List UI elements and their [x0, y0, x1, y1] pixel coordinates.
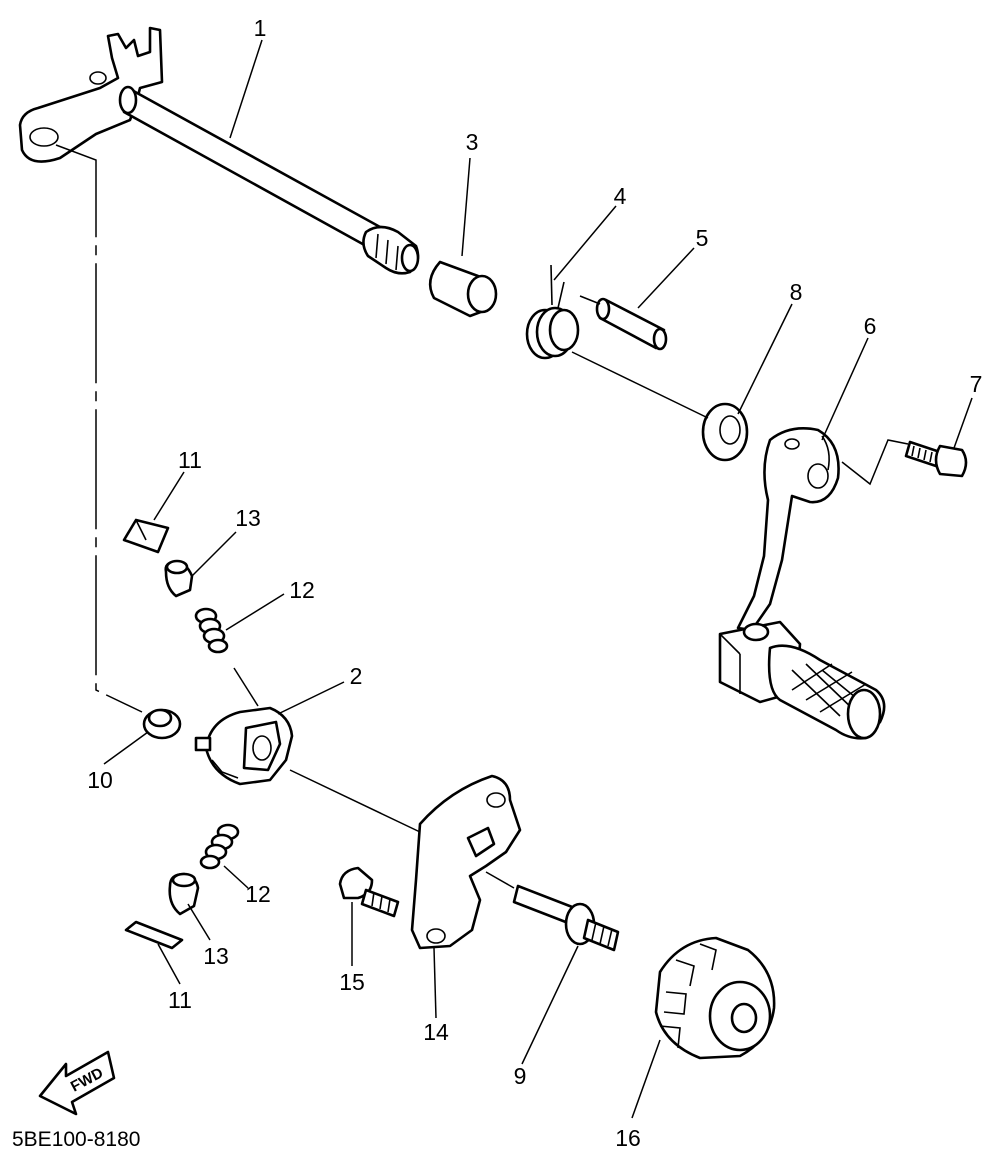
part-15-bolt [338, 866, 400, 918]
callout-13-upper: 13 [235, 505, 261, 531]
callout-14: 14 [423, 1019, 449, 1045]
part-13-roller-upper [164, 559, 194, 598]
part-5-pin [595, 297, 668, 351]
callout-1: 1 [254, 15, 267, 41]
part-3-collar [428, 260, 498, 318]
part-9-stud-bolt [512, 884, 620, 952]
callout-7: 7 [970, 371, 983, 397]
part-6-shift-pedal [718, 427, 886, 740]
callout-6: 6 [864, 313, 877, 339]
callout-4: 4 [614, 183, 627, 209]
callout-8: 8 [790, 279, 803, 305]
part-10-bush [142, 708, 182, 740]
callout-12-upper: 12 [289, 577, 315, 603]
callout-labels: 1 2 3 4 5 6 7 8 9 10 11 11 12 12 13 13 1… [87, 15, 982, 1151]
callout-9: 9 [514, 1063, 527, 1089]
callout-13-lower: 13 [203, 943, 229, 969]
callout-5: 5 [696, 225, 709, 251]
part-14-lever-plate [410, 774, 522, 950]
part-7-bolt [904, 440, 968, 478]
callout-3: 3 [466, 129, 479, 155]
callout-15: 15 [339, 969, 365, 995]
callout-11-lower: 11 [168, 987, 192, 1013]
part-11-stopper-lower [124, 920, 184, 950]
part-11-stopper-upper [122, 518, 170, 554]
leader-lines [103, 39, 973, 1119]
part-1-shift-shaft [18, 26, 420, 275]
part-16-segment [654, 936, 776, 1060]
part-12-spring-upper [194, 607, 229, 654]
part-13-roller-lower [168, 872, 200, 916]
assembly-lines [55, 144, 909, 889]
callout-11-upper: 11 [178, 447, 202, 473]
callout-2: 2 [350, 663, 363, 689]
part-8-seal-washer [701, 402, 749, 462]
forward-direction-arrow: FWD [38, 1050, 116, 1116]
part-4-torsion-spring [525, 264, 580, 360]
callout-16: 16 [615, 1125, 641, 1151]
callout-10: 10 [87, 767, 113, 793]
callout-12-lower: 12 [245, 881, 271, 907]
diagram-code: 5BE100-8180 [12, 1128, 140, 1151]
part-2-shift-guide [194, 706, 294, 786]
part-12-spring-lower [199, 823, 240, 870]
